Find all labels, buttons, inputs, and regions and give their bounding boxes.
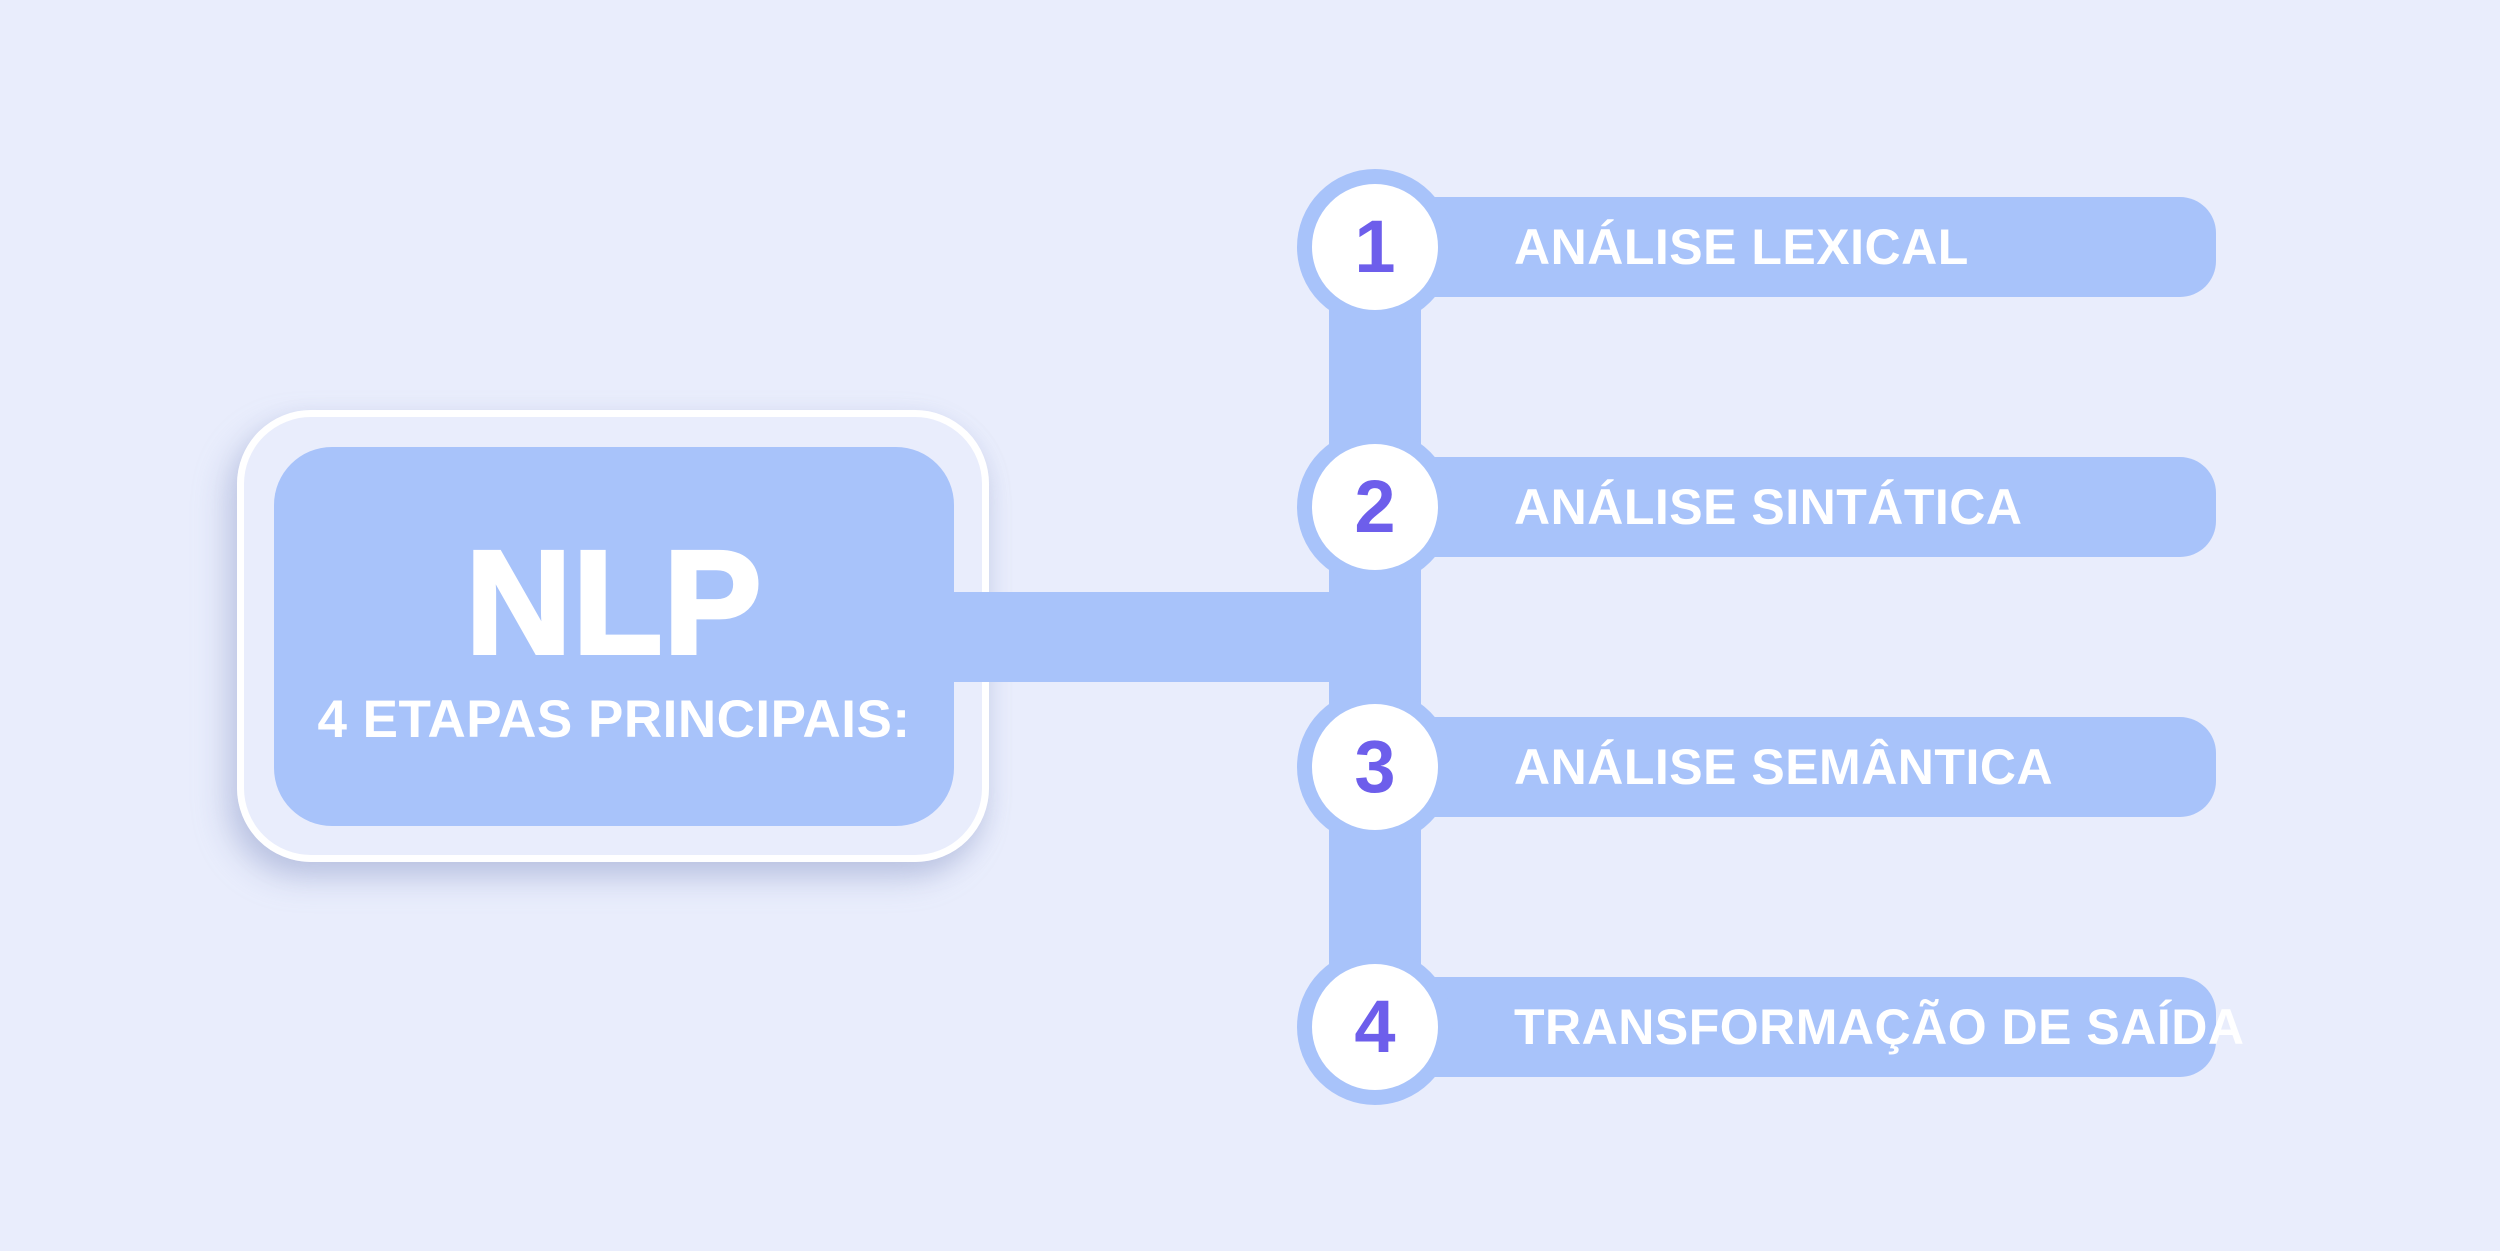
step-label-1: ANÁLISE LEXICAL xyxy=(1514,219,1969,275)
step-label-2: ANÁLISE SINTÁTICA xyxy=(1514,479,2023,535)
step-circle-4: 4 xyxy=(1297,949,1453,1105)
step-number-1: 1 xyxy=(1354,205,1396,288)
root-subtitle: 4 ETAPAS PRINCIPAIS: xyxy=(317,689,911,749)
step-circle-3: 3 xyxy=(1297,689,1453,845)
step-label-4: TRANSFORMAÇÃO DE SAÍDA xyxy=(1514,999,2245,1055)
step-number-3: 3 xyxy=(1354,725,1396,808)
step-number-4: 4 xyxy=(1354,985,1396,1068)
step-label-3: ANÁLISE SEMÂNTICA xyxy=(1514,739,2054,795)
step-circle-1: 1 xyxy=(1297,169,1453,325)
root-card: NLP 4 ETAPAS PRINCIPAIS: xyxy=(274,447,954,826)
step-number-2: 2 xyxy=(1354,465,1396,548)
step-circle-2: 2 xyxy=(1297,429,1453,585)
step-bar-1: ANÁLISE LEXICAL xyxy=(1340,197,2216,297)
step-bar-4: TRANSFORMAÇÃO DE SAÍDA xyxy=(1340,977,2244,1077)
connector-vertical xyxy=(1329,247,1421,1027)
root-title: NLP xyxy=(464,520,764,685)
step-bar-2: ANÁLISE SINTÁTICA xyxy=(1340,457,2216,557)
step-bar-3: ANÁLISE SEMÂNTICA xyxy=(1340,717,2216,817)
